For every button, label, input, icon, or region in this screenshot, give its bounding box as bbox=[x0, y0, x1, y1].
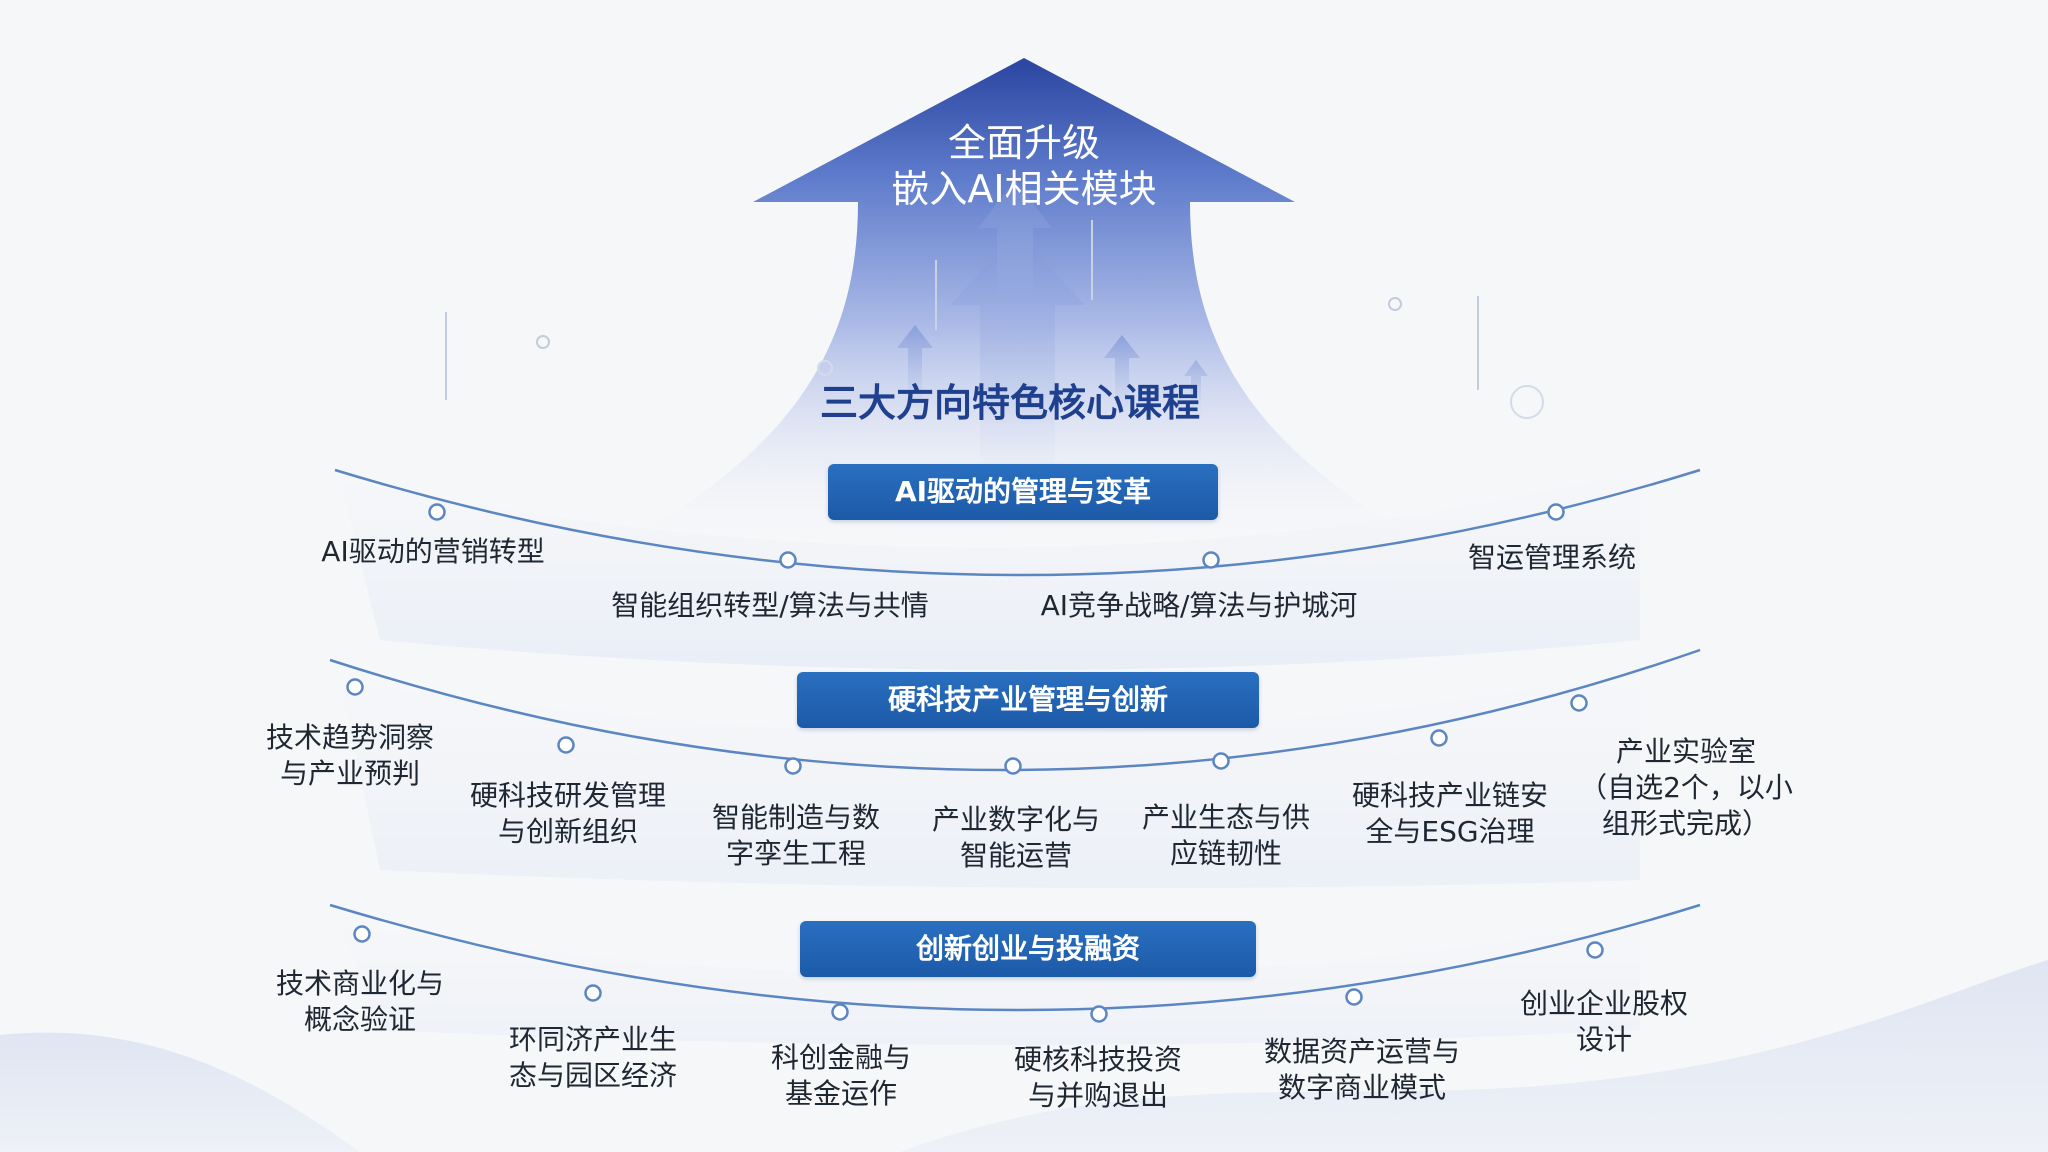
module-node-dot bbox=[784, 757, 802, 775]
module-node-dot bbox=[831, 1003, 849, 1021]
tier-curve-1 bbox=[334, 468, 1701, 577]
side-arrow-left bbox=[897, 325, 933, 420]
headline-line-2: 嵌入AI相关模块 bbox=[891, 167, 1157, 211]
module-node-dot bbox=[1547, 503, 1565, 521]
module-label: 技术趋势洞察 与产业预判 bbox=[265, 721, 435, 790]
tier-band-3 bbox=[340, 920, 1640, 1045]
deco-bubble bbox=[1388, 297, 1402, 311]
module-node-dot bbox=[1212, 752, 1230, 770]
tier-band-1 bbox=[340, 470, 1640, 670]
deco-bubble bbox=[1510, 385, 1544, 419]
headline-line-1: 全面升级 bbox=[947, 121, 1101, 165]
module-label: AI驱动的营销转型 bbox=[321, 535, 545, 568]
tier-title-2: 硬科技产业管理与创新 bbox=[797, 672, 1259, 728]
deco-bubble bbox=[536, 335, 550, 349]
module-label: 硬核科技投资 与并购退出 bbox=[1013, 1043, 1183, 1112]
module-label: 技术商业化与 概念验证 bbox=[275, 967, 445, 1036]
module-node-dot bbox=[584, 984, 602, 1002]
tier-title-1: AI驱动的管理与变革 bbox=[828, 464, 1218, 520]
module-node-dot bbox=[779, 551, 797, 569]
module-node-dot bbox=[428, 503, 446, 521]
module-node-dot bbox=[1202, 551, 1220, 569]
module-label: 产业数字化与 智能运营 bbox=[931, 803, 1101, 872]
module-label: 产业生态与供 应链韧性 bbox=[1141, 801, 1311, 870]
module-node-dot bbox=[557, 736, 575, 754]
side-arrow-far-right bbox=[1184, 360, 1208, 420]
module-node-dot bbox=[1570, 694, 1588, 712]
tier-curve-3 bbox=[329, 903, 1701, 1012]
side-arrow-right bbox=[1104, 335, 1140, 420]
module-label: AI竞争战略/算法与护城河 bbox=[1040, 589, 1358, 622]
module-node-dot bbox=[353, 925, 371, 943]
module-label: 智能组织转型/算法与共情 bbox=[611, 589, 929, 622]
module-node-dot bbox=[1004, 757, 1022, 775]
module-label: 硬科技产业链安 全与ESG治理 bbox=[1351, 779, 1549, 848]
bottom-wave-left bbox=[0, 1032, 360, 1152]
deco-bubble bbox=[817, 360, 833, 376]
tier-band-2 bbox=[340, 670, 1640, 888]
module-label: 创业企业股权 设计 bbox=[1519, 987, 1689, 1056]
bottom-wave-right bbox=[900, 960, 2048, 1152]
module-node-dot bbox=[346, 678, 364, 696]
module-label: 产业实验室 （自选2个，以小 组形式完成） bbox=[1579, 735, 1793, 840]
inner-arrow bbox=[950, 232, 1085, 480]
module-label: 智运管理系统 bbox=[1467, 541, 1637, 574]
module-label: 数据资产运营与 数字商业模式 bbox=[1263, 1035, 1461, 1104]
module-label: 硬科技研发管理 与创新组织 bbox=[469, 779, 667, 848]
module-node-dot bbox=[1586, 941, 1604, 959]
module-dots bbox=[346, 503, 1604, 1023]
tier-title-3: 创新创业与投融资 bbox=[800, 921, 1256, 977]
module-label: 科创金融与 基金运作 bbox=[770, 1041, 912, 1110]
module-node-dot bbox=[1430, 729, 1448, 747]
inner-arrow-small-top bbox=[978, 180, 1052, 300]
module-label: 智能制造与数 字孪生工程 bbox=[711, 801, 881, 870]
module-node-dot bbox=[1090, 1005, 1108, 1023]
subtitle: 三大方向特色核心课程 bbox=[819, 381, 1201, 425]
module-node-dot bbox=[1345, 988, 1363, 1006]
module-label: 环同济产业生 态与园区经济 bbox=[508, 1023, 678, 1092]
